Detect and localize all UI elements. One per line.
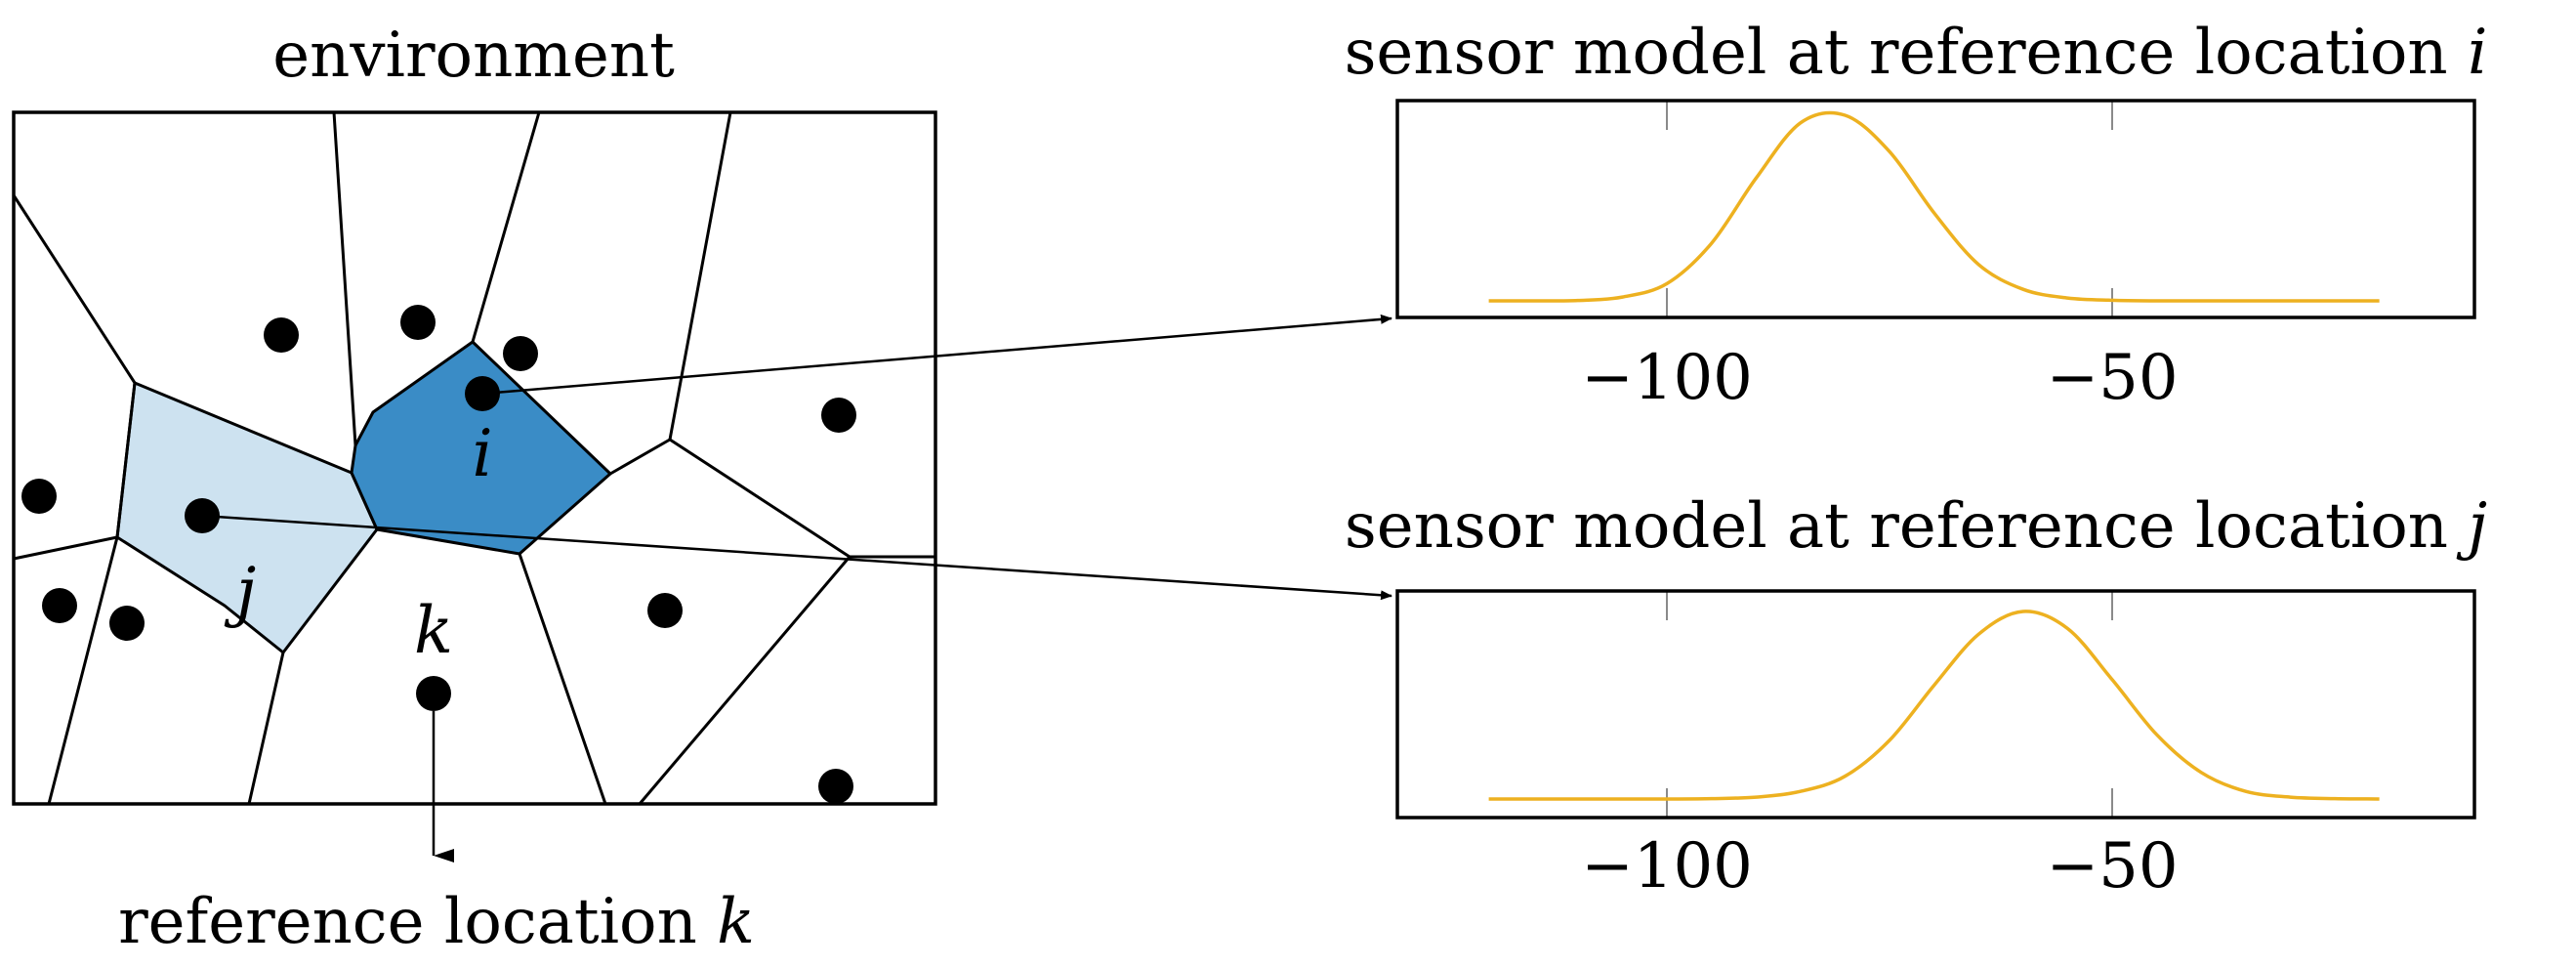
sensor-plot-i-frame xyxy=(1395,99,2476,319)
reference-point xyxy=(503,336,538,371)
reference-point xyxy=(818,769,853,804)
title-prefix: sensor model at reference location xyxy=(1345,490,2468,563)
voronoi-cell-i xyxy=(350,340,612,556)
environment-frame xyxy=(12,110,937,806)
x-tick-label: −100 xyxy=(1581,342,1753,414)
sensor-model-curve-i xyxy=(1488,110,2380,303)
sensor-panel-j: sensor model at reference location j −10… xyxy=(1345,490,2487,903)
reference-point xyxy=(21,479,57,514)
cell-label-k: k xyxy=(414,593,453,668)
reference-point xyxy=(264,317,299,353)
x-tick-label: −50 xyxy=(2046,342,2178,414)
x-tick-label: −100 xyxy=(1581,830,1753,903)
caption-prefix: reference location xyxy=(118,886,717,958)
reference-point xyxy=(647,593,683,628)
caption-var: k xyxy=(717,886,755,958)
x-tick-label: −50 xyxy=(2046,830,2178,903)
reference-point xyxy=(42,588,77,623)
title-prefix: sensor model at reference location xyxy=(1345,17,2468,89)
reference-location-caption: reference location k xyxy=(118,886,755,958)
voronoi-edges xyxy=(12,110,937,806)
title-var: i xyxy=(2468,17,2487,89)
sensor-panel-i-title: sensor model at reference location i xyxy=(1345,17,2488,89)
sensor-plot-i: −100 −50 xyxy=(1488,101,2380,414)
reference-point-k xyxy=(416,676,451,711)
reference-point xyxy=(400,305,436,340)
environment-title: environment xyxy=(272,20,675,92)
environment-panel: environment xyxy=(12,20,937,958)
arrow-i-to-sensor xyxy=(481,314,1392,396)
reference-point xyxy=(821,398,856,433)
arrow-j-to-sensor xyxy=(201,514,1392,601)
reference-points xyxy=(21,305,856,804)
sensor-plot-j: −100 −50 xyxy=(1488,591,2380,903)
sensor-panel-j-title: sensor model at reference location j xyxy=(1345,490,2487,563)
sensor-model-curve-j xyxy=(1488,610,2380,801)
cell-label-i: i xyxy=(472,416,492,491)
reference-point xyxy=(109,606,145,641)
sensor-plot-j-frame xyxy=(1395,589,2476,820)
sensor-panel-i: sensor model at reference location i −10… xyxy=(1345,17,2488,414)
